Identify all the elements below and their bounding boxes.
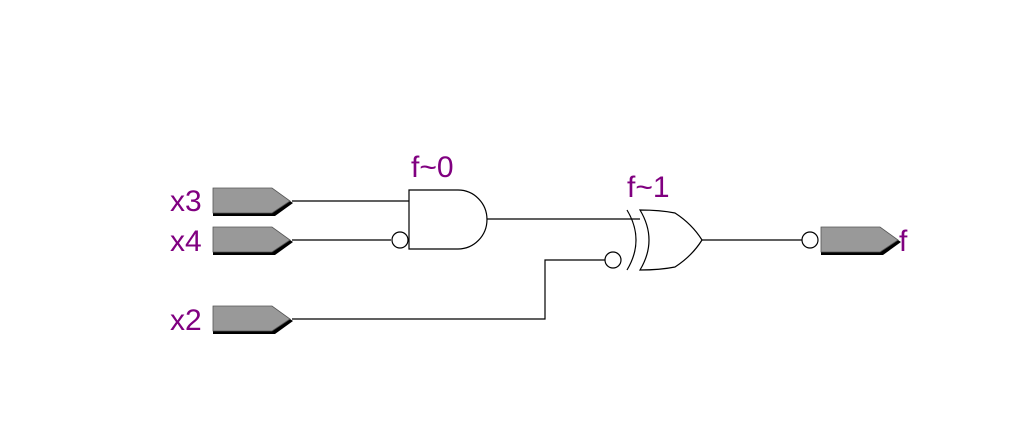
input-label-x2: x2 (170, 304, 202, 337)
output-port-f[interactable]: f (801, 225, 908, 258)
input-port-x4[interactable]: x4 (170, 225, 293, 258)
input-label-x4: x4 (170, 225, 202, 258)
and-gate-icon (408, 189, 488, 250)
gate-xor-f1[interactable]: f~1 (604, 171, 703, 271)
input-port-x3[interactable]: x3 (170, 185, 293, 218)
inversion-bubble-icon (391, 231, 409, 249)
wire-x2-to-xor (292, 259, 605, 320)
gate-and-f0[interactable]: f~0 (391, 151, 488, 250)
wires (292, 200, 802, 320)
input-port-x2[interactable]: x2 (170, 304, 293, 337)
input-port-icon (212, 226, 291, 253)
input-label-x3: x3 (170, 185, 202, 218)
inversion-bubble-icon (801, 231, 819, 249)
inversion-bubble-icon (604, 251, 622, 269)
xor-gate-back-curve (626, 209, 637, 271)
input-port-icon (212, 187, 291, 214)
xor-gate-icon (638, 209, 703, 271)
gate-label-f1: f~1 (627, 171, 670, 204)
output-port-icon (820, 226, 899, 253)
input-port-icon (212, 305, 291, 332)
output-label-f: f (899, 225, 908, 258)
gate-label-f0: f~0 (411, 151, 454, 184)
